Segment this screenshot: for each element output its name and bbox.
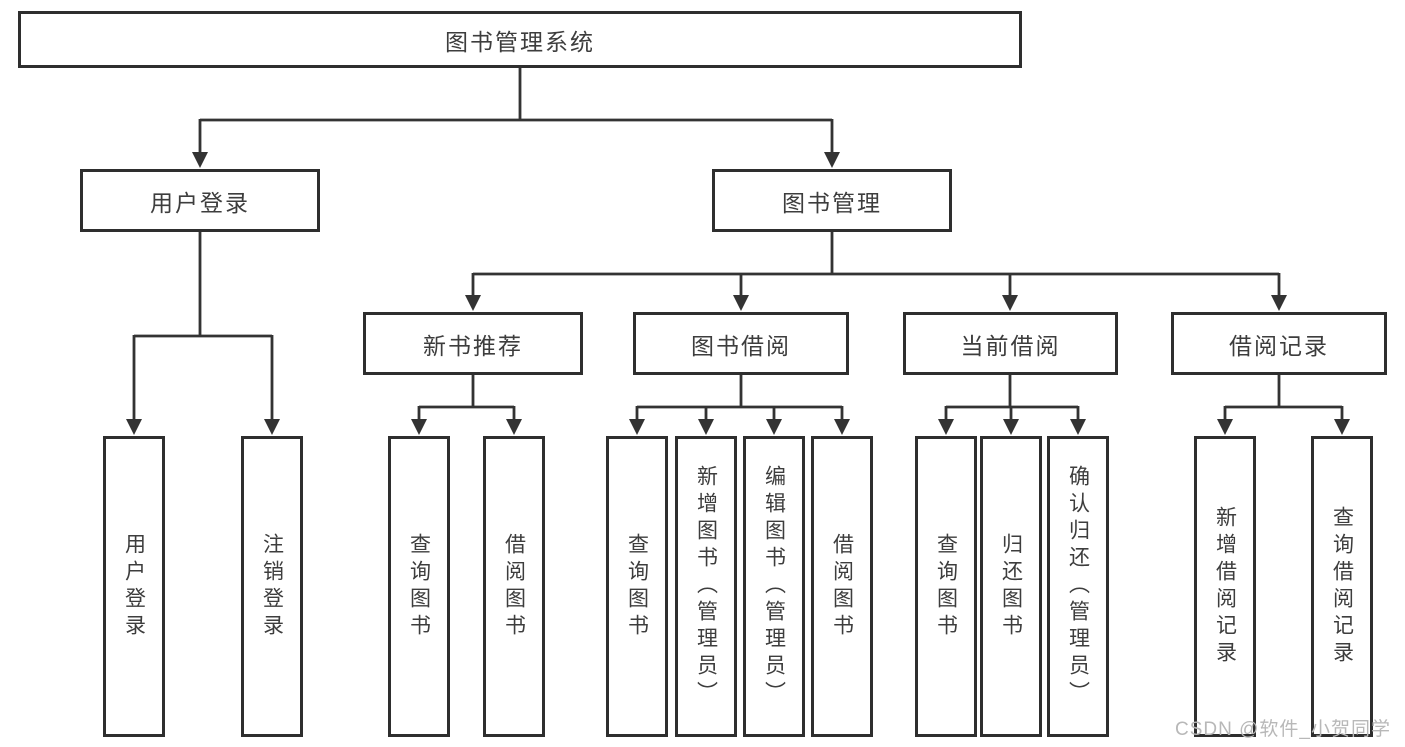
node-label: 查询借阅记录 [1330, 505, 1354, 668]
node-new-book-recommend: 新书推荐 [363, 312, 583, 375]
leaf-return-book: 归还图书 [980, 436, 1042, 737]
edge-user-login-branch [132, 232, 274, 420]
node-library-management-system: 图书管理系统 [18, 11, 1022, 68]
node-label: 查询图书 [934, 532, 958, 641]
edge-book-management-branch [471, 232, 1281, 296]
node-label: 图书管理系统 [445, 28, 595, 55]
leaf-borrow-books-recommend: 借阅图书 [483, 436, 545, 737]
node-label: 图书借阅 [691, 332, 791, 359]
node-label: 确认归还（管理员） [1066, 465, 1090, 708]
leaf-confirm-return-admin: 确认归还（管理员） [1047, 436, 1109, 737]
leaf-query-books-recommend: 查询图书 [388, 436, 450, 737]
edge-new-book-recommend-branch [417, 375, 516, 420]
node-book-borrow: 图书借阅 [633, 312, 849, 375]
node-current-borrow: 当前借阅 [903, 312, 1118, 375]
node-label: 注销登录 [260, 532, 284, 641]
node-label: 图书管理 [782, 189, 882, 216]
node-book-management: 图书管理 [712, 169, 952, 232]
leaf-add-borrow-record: 新增借阅记录 [1194, 436, 1256, 737]
edge-borrow-records-branch [1223, 375, 1344, 420]
node-borrow-records: 借阅记录 [1171, 312, 1387, 375]
node-label: 查询图书 [625, 532, 649, 641]
node-label: 查询图书 [407, 532, 431, 641]
leaf-edit-book-admin: 编辑图书（管理员） [743, 436, 805, 737]
leaf-logout: 注销登录 [241, 436, 303, 737]
edge-current-borrow-branch [944, 375, 1080, 420]
leaf-query-books-current: 查询图书 [915, 436, 977, 737]
leaf-add-book-admin: 新增图书（管理员） [675, 436, 737, 737]
node-label: 借阅图书 [502, 532, 526, 641]
csdn-watermark: CSDN @软件_小贺同学 [1175, 719, 1391, 740]
node-label: 新增借阅记录 [1213, 505, 1237, 668]
node-label: 当前借阅 [960, 332, 1061, 359]
leaf-user-login: 用户登录 [103, 436, 165, 737]
node-label: 用户登录 [122, 532, 146, 641]
leaf-query-borrow-record: 查询借阅记录 [1311, 436, 1373, 737]
arrowheads [126, 152, 1350, 435]
node-label: 新增图书（管理员） [694, 465, 718, 708]
leaf-query-books-borrow: 查询图书 [606, 436, 668, 737]
node-label: 用户登录 [150, 189, 250, 216]
node-label: 借阅图书 [830, 532, 854, 641]
node-label: 新书推荐 [423, 332, 523, 359]
node-user-login: 用户登录 [80, 169, 320, 232]
node-label: 编辑图书（管理员） [762, 465, 786, 708]
edge-root-to-level2 [198, 68, 834, 153]
node-label: 借阅记录 [1229, 332, 1329, 359]
leaf-borrow-book: 借阅图书 [811, 436, 873, 737]
edge-book-borrow-branch [635, 375, 844, 420]
node-label: 归还图书 [999, 532, 1023, 641]
